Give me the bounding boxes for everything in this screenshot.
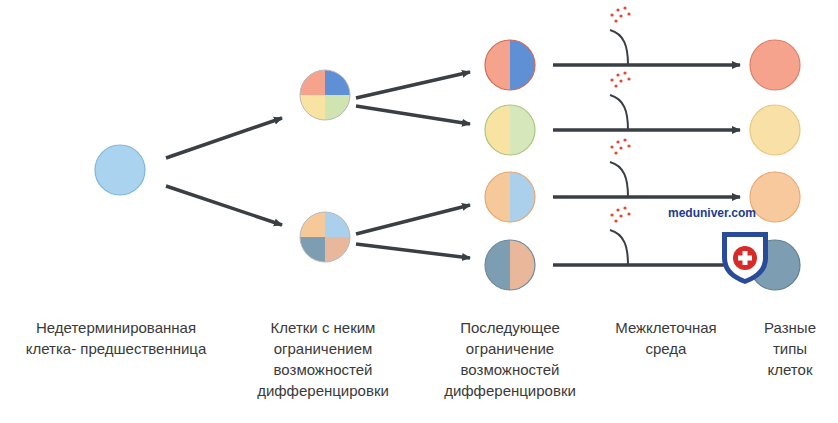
differentiated-cell (750, 172, 800, 222)
half-cell (485, 172, 535, 222)
signal-dots (610, 6, 630, 222)
arrows (166, 65, 740, 265)
half-cell (485, 40, 535, 90)
column-caption: Недетерминированная клетка- предшественн… (16, 317, 216, 359)
differentiated-cell (750, 40, 800, 90)
watermark-text: meduniver.com (657, 206, 767, 220)
column-caption: Межклеточная среда (611, 317, 721, 359)
watermark-shield (722, 232, 768, 284)
half-cell (485, 240, 535, 290)
half-cell (485, 105, 535, 155)
quarter-cell (300, 70, 350, 120)
quarter-cell (300, 212, 350, 262)
column-caption: Последующее ограничение возможностей диф… (435, 317, 585, 401)
differentiated-cell (750, 105, 800, 155)
column-caption: Клетки с неким ограничением возможностей… (248, 317, 398, 401)
progenitor-cell (95, 145, 145, 195)
signal-curves (610, 30, 628, 265)
column-caption: Разные типы клеток (750, 317, 830, 380)
